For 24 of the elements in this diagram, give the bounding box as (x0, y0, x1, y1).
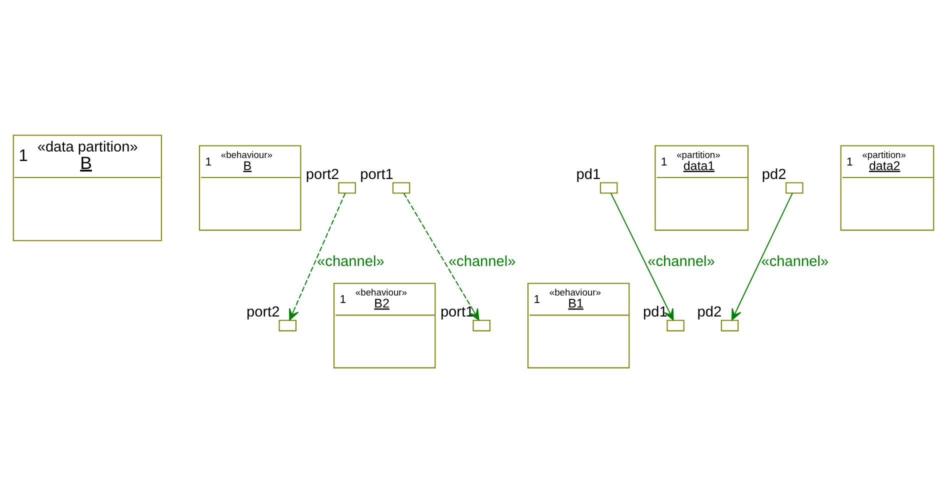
node-label: pd1 (576, 166, 600, 183)
edge-label: «channel» (316, 254, 384, 270)
node-label: port2 (305, 166, 339, 183)
node-label: pd2 (696, 304, 722, 320)
edge-label: «channel» (760, 254, 828, 270)
node-box (666, 320, 684, 332)
edge-label: «channel» (448, 254, 516, 270)
node-label: pd1 (642, 304, 667, 320)
node-box (392, 182, 410, 194)
node-label: port2 (246, 304, 280, 320)
node-label: port1 (360, 166, 393, 183)
arrow (288, 192, 346, 320)
node-box (472, 320, 490, 332)
node-box (599, 182, 618, 194)
node-label: port1 (440, 304, 474, 320)
node-label: pd2 (761, 166, 786, 183)
arrow (402, 192, 479, 320)
node-box (278, 320, 296, 332)
edge-label: «channel» (647, 254, 714, 270)
node-box (338, 182, 356, 194)
arrow (610, 192, 674, 320)
node-box (785, 182, 803, 194)
node-box (720, 320, 738, 332)
arrow (730, 192, 792, 320)
